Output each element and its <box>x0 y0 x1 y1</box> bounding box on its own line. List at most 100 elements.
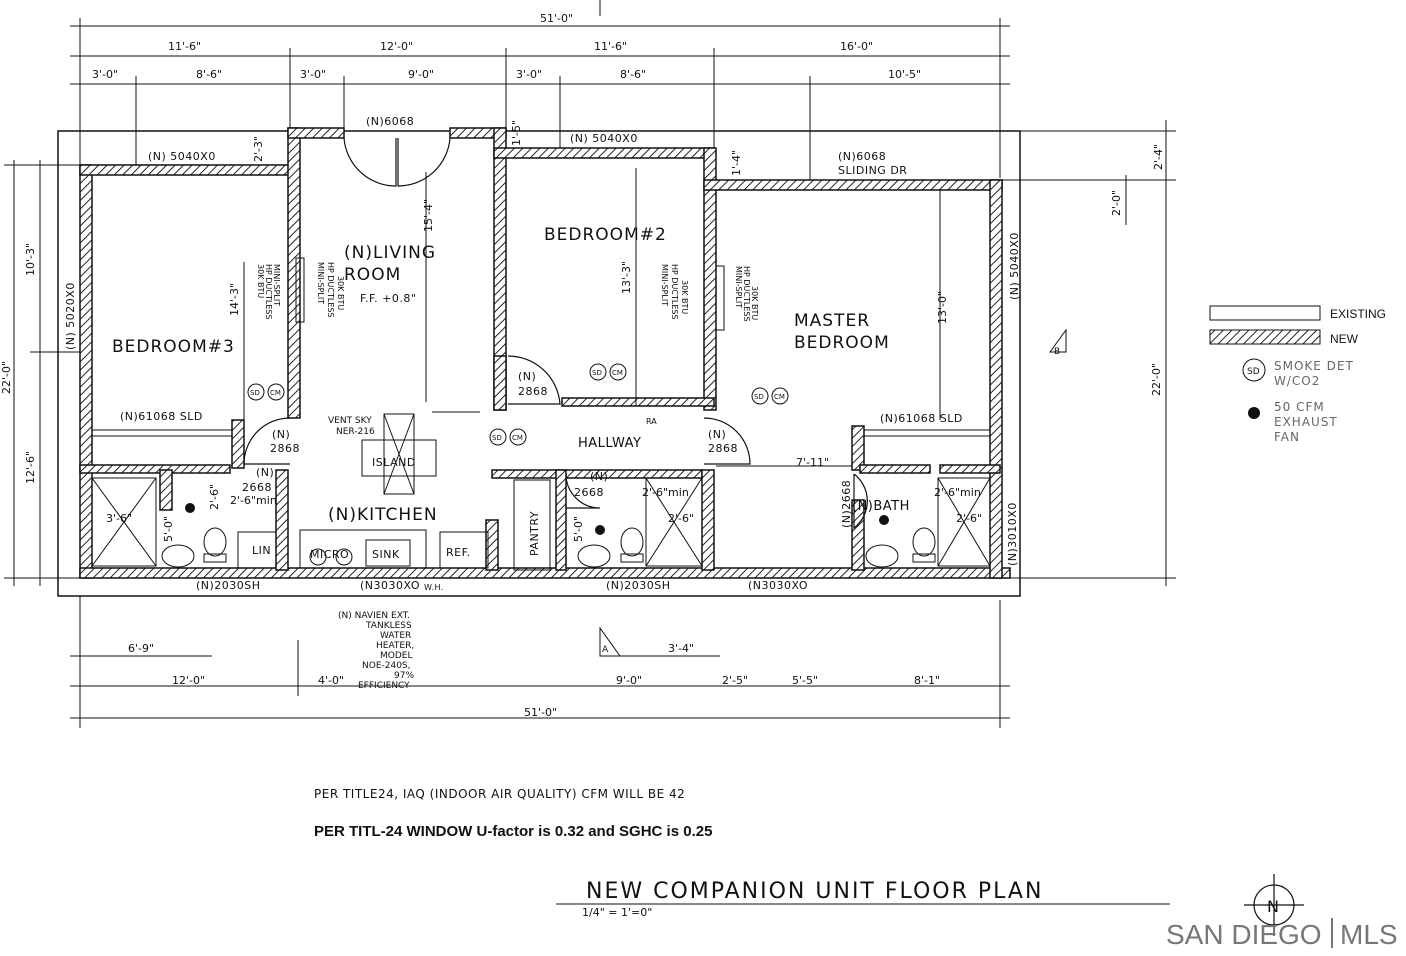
dimension-lines <box>4 0 1176 905</box>
legend-new: NEW <box>1330 332 1359 346</box>
note-iaq: PER TITLE24, IAQ (INDOOR AIR QUALITY) CF… <box>314 787 685 801</box>
window-2030-b: (N)2030SH <box>606 579 671 592</box>
dim-bottom-g: 5'-5" <box>792 674 818 687</box>
room-master: MASTER <box>794 311 870 331</box>
cm-label-4: CM <box>512 434 523 442</box>
room-living: (N)LIVING <box>344 243 436 263</box>
legend-smoke-1: SMOKE DET <box>1274 359 1354 373</box>
sd-label-2: SD <box>592 369 602 377</box>
minisplit-3-c: MINI-SPLIT <box>660 264 669 306</box>
window-3030-b: (N3030XO <box>748 579 808 592</box>
minisplit-2-a: 30K BTU <box>336 276 345 310</box>
dim-int-p: 2'-6" <box>956 512 982 525</box>
cm-label-1: CM <box>270 389 281 397</box>
dim-top-c: 11'-6" <box>594 40 627 53</box>
section-a-label: A <box>602 645 609 655</box>
dim-top-e: 3'-0" <box>92 68 118 81</box>
legend-swatches <box>1209 305 1321 345</box>
water-heater-note: (N) NAVIEN EXT. TANKLESS WATER HEATER, M… <box>338 611 414 691</box>
dim-int-k: 2'-6" <box>208 484 221 510</box>
minisplit-1-c: MINI-SPLIT <box>272 264 281 306</box>
dim-side-r2: 2'-0" <box>1110 190 1123 216</box>
sd-label-4: SD <box>492 434 502 442</box>
section-b-label: B <box>1054 347 1060 357</box>
dim-side-l3: 22'-0" <box>0 361 13 394</box>
door-3-tag: (N) <box>708 428 726 441</box>
skylight-label: VENT SKY <box>328 416 372 426</box>
dim-top-h: 9'-0" <box>408 68 434 81</box>
pantry-label: PANTRY <box>528 511 541 556</box>
door-2-tag: (N) <box>518 370 536 383</box>
living-floor-elevation: F.F. +0.8" <box>360 292 416 305</box>
room-bedroom3: BEDROOM#3 <box>112 337 235 357</box>
sd-label-1: SD <box>250 389 260 397</box>
dim-int-j: 5'-0" <box>162 516 175 542</box>
dim-bottom-c: 12'-0" <box>172 674 205 687</box>
dim-int-f: 13'-3" <box>620 261 633 294</box>
door-5-size: 2668 <box>574 486 604 499</box>
room-bath: (N)BATH <box>852 499 910 514</box>
dim-bottom-a: 6'-9" <box>128 642 154 655</box>
room-master-2: BEDROOM <box>794 333 890 353</box>
door-6-size: (N)2668 <box>840 480 853 528</box>
window-61068-right: (N)61068 SLD <box>880 412 963 425</box>
interior-lines <box>91 168 1266 571</box>
minisplit-3-a: 30K BTU <box>680 280 689 314</box>
dim-top-a: 11'-6" <box>168 40 201 53</box>
legend-exhaust-1: 50 CFM <box>1274 400 1325 414</box>
window-5040-mid: (N) 5040X0 <box>570 132 638 145</box>
dim-side-r3: 22'-0" <box>1150 363 1163 396</box>
heater-line-5: MODEL <box>380 651 412 661</box>
dim-top-overall: 51'-0" <box>540 12 573 25</box>
door-1-tag: (N) <box>272 428 290 441</box>
microwave-label: MICRO <box>310 548 349 561</box>
dim-top-g: 3'-0" <box>300 68 326 81</box>
door-5-tag: (N) <box>590 470 608 483</box>
dim-bottom-overall: 51'-0" <box>524 706 557 719</box>
heater-line-4: HEATER, <box>376 641 414 651</box>
dim-int-m: 2'-6"min <box>642 486 689 499</box>
sink-label: SINK <box>372 548 400 561</box>
legend-exhaust-3: FAN <box>1274 430 1300 444</box>
dim-side-l1: 10'-3" <box>24 243 37 276</box>
minisplit-4-c: MINI-SPLIT <box>734 266 743 308</box>
heater-line-6: NOE-240S, <box>362 661 411 671</box>
door-swings <box>243 137 868 530</box>
return-air-label: RA <box>646 417 657 426</box>
minisplit-3-b: HP DUCTLESS <box>670 264 679 320</box>
plan-scale: 1/4" = 1'=0" <box>582 906 652 919</box>
dim-bottom-e: 9'-0" <box>616 674 642 687</box>
door-2-size: 2868 <box>518 385 548 398</box>
dim-int-b: 1'-5" <box>510 120 523 146</box>
dim-top-d: 16'-0" <box>840 40 873 53</box>
island-label: ISLAND <box>372 456 416 469</box>
window-3030-a: (N3030XO <box>360 579 420 592</box>
legend-sd-symbol: SD <box>1247 367 1260 377</box>
heater-line-2: TANKLESS <box>365 621 412 631</box>
refrigerator-label: REF. <box>446 546 471 559</box>
door-3-size: 2868 <box>708 442 738 455</box>
new-walls <box>79 127 1011 579</box>
cm-label-3: CM <box>774 393 785 401</box>
door-1-size: 2868 <box>270 442 300 455</box>
dim-top-b: 12'-0" <box>380 40 413 53</box>
door-4-tag: (N) <box>256 466 274 479</box>
dim-side-r1: 2'-4" <box>1152 144 1165 170</box>
window-5040-right: (N) 5040X0 <box>1008 232 1021 300</box>
dim-side-l2: 12'-6" <box>24 451 37 484</box>
window-2030-a: (N)2030SH <box>196 579 261 592</box>
dim-int-c: 1'-4" <box>730 150 743 176</box>
watermark-left: SAN DIEGO <box>1166 919 1322 950</box>
window-5040-left: (N) 5040X0 <box>148 150 216 163</box>
north-label: N <box>1267 897 1279 916</box>
plan-title: NEW COMPANION UNIT FLOOR PLAN <box>586 879 1043 904</box>
dim-bottom-b: 3'-4" <box>668 642 694 655</box>
linen-label: LIN <box>252 544 271 557</box>
door-4-size: 2668 <box>242 481 272 494</box>
dim-int-i: 3'-6" <box>106 512 132 525</box>
minisplit-2-b: HP DUCTLESS <box>326 262 335 318</box>
dim-int-e: 15'-4" <box>422 199 435 232</box>
exhaust-fans <box>185 407 1260 535</box>
slab-outline <box>57 130 1021 597</box>
